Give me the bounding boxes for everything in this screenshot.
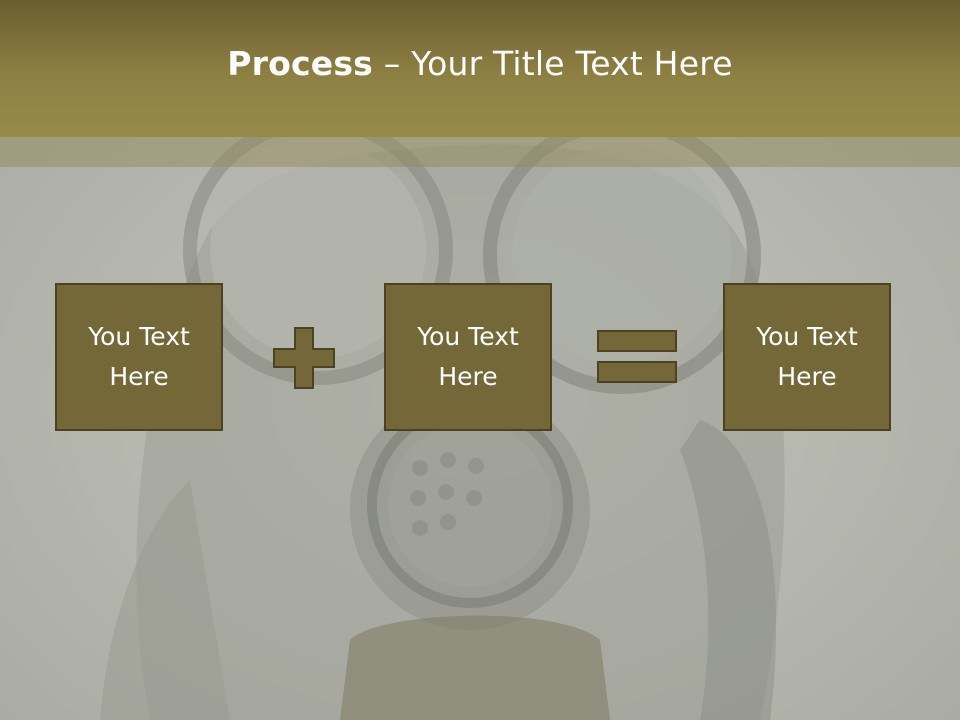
slide-title: Process – Your Title Text Here [227, 44, 733, 83]
process-box-3: You Text Here [723, 283, 891, 431]
process-box-2: You Text Here [384, 283, 552, 431]
process-box-2-label: You Text Here [417, 322, 519, 391]
equals-icon [597, 330, 677, 383]
title-rest: – Your Title Text Here [373, 44, 733, 83]
process-box-3-label: You Text Here [756, 322, 858, 391]
title-strip [0, 137, 960, 167]
plus-icon [273, 327, 335, 389]
title-bar: Process – Your Title Text Here [0, 0, 960, 137]
process-box-1: You Text Here [55, 283, 223, 431]
title-bold-word: Process [227, 44, 374, 83]
process-box-1-label: You Text Here [88, 322, 190, 391]
